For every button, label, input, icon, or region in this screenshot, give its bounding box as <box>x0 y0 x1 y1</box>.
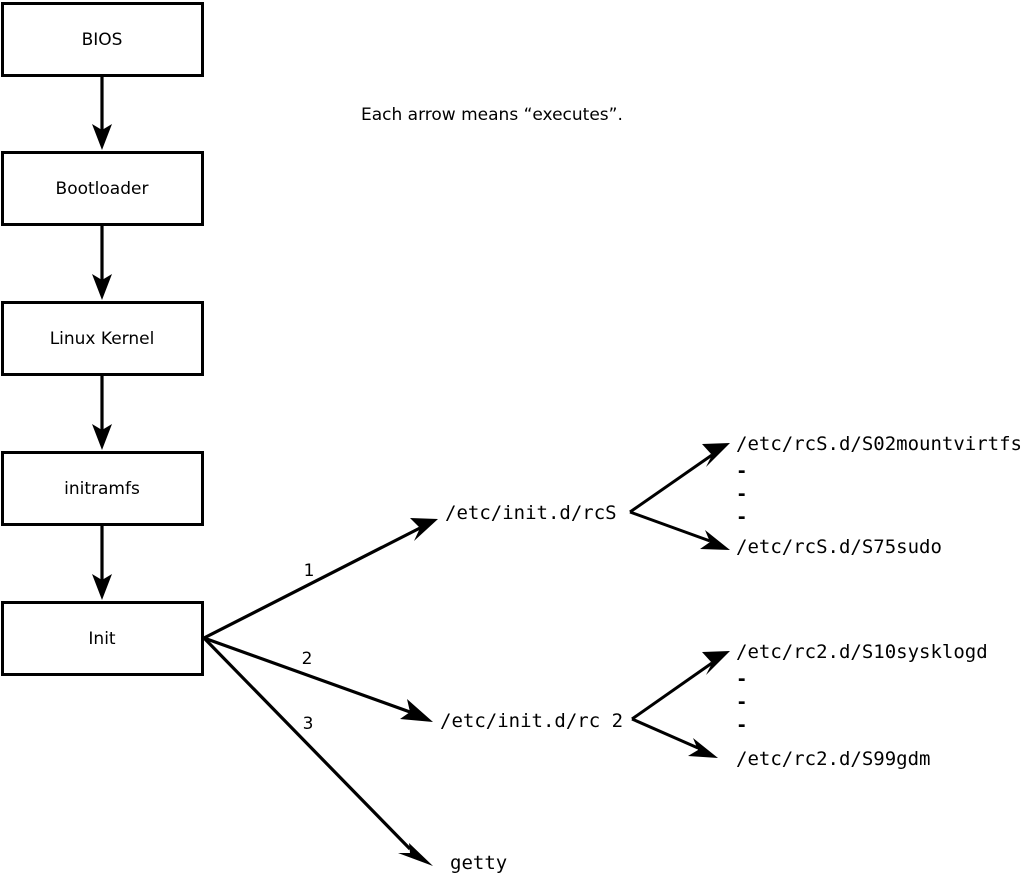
arrow-bios-to-bootloader <box>92 76 112 150</box>
node-bios-label: BIOS <box>82 30 123 50</box>
arrow-rc2-to-last-script <box>631 717 718 758</box>
arrow-init-to-rcs <box>203 518 438 640</box>
node-initramfs-rect <box>1 451 204 526</box>
rc2-script-last: /etc/rc2.d/S99gdm <box>736 748 930 770</box>
node-getty-label[interactable]: getty <box>450 852 507 874</box>
node-bios[interactable]: BIOS <box>1 2 204 77</box>
legend-note: Each arrow means “executes”. <box>361 105 623 125</box>
rc2-script-first: /etc/rc2.d/S10sysklogd <box>736 641 988 663</box>
node-linux-kernel-rect <box>1 301 204 376</box>
rcs-script-last: /etc/rcS.d/S75sudo <box>736 536 942 558</box>
rcs-script-first: /etc/rcS.d/S02mountvirtfs <box>736 433 1022 455</box>
arrow-rc2-to-first-script <box>631 651 730 721</box>
node-bootloader-label: Bootloader <box>56 179 149 199</box>
arrow-rcs-to-first-script <box>629 443 730 514</box>
node-init-label: Init <box>88 629 116 649</box>
node-bootloader-rect <box>1 151 204 226</box>
rc2-ellipsis-dash-1: - <box>736 668 747 690</box>
rcs-ellipsis-dash-2: - <box>736 483 747 505</box>
node-init-rect <box>1 601 204 676</box>
arrow-init-to-getty <box>202 636 433 866</box>
rcs-ellipsis-dash-3: - <box>736 506 747 528</box>
branch-number-1: 1 <box>304 561 315 581</box>
node-linux-kernel-label: Linux Kernel <box>50 329 155 349</box>
node-init[interactable]: Init <box>1 601 204 676</box>
node-bootloader[interactable]: Bootloader <box>1 151 204 226</box>
branch-number-3: 3 <box>303 714 314 734</box>
rcs-ellipsis-dash-1: - <box>736 460 747 482</box>
node-initramfs[interactable]: initramfs <box>1 451 204 526</box>
node-linux-kernel[interactable]: Linux Kernel <box>1 301 204 376</box>
node-rcs-label[interactable]: /etc/init.d/rcS <box>445 502 617 524</box>
arrow-initramfs-to-init <box>92 525 112 600</box>
arrow-kernel-to-initramfs <box>92 375 112 450</box>
rc2-ellipsis-dash-3: - <box>736 714 747 736</box>
branch-number-2: 2 <box>302 649 313 669</box>
arrow-rcs-to-last-script <box>629 510 730 550</box>
arrow-init-to-rc2 <box>203 636 433 722</box>
node-rc2-label[interactable]: /etc/init.d/rc 2 <box>440 710 623 732</box>
arrow-bootloader-to-kernel <box>92 225 112 300</box>
node-initramfs-label: initramfs <box>64 479 140 499</box>
node-bios-rect <box>1 2 204 77</box>
rc2-ellipsis-dash-2: - <box>736 691 747 713</box>
